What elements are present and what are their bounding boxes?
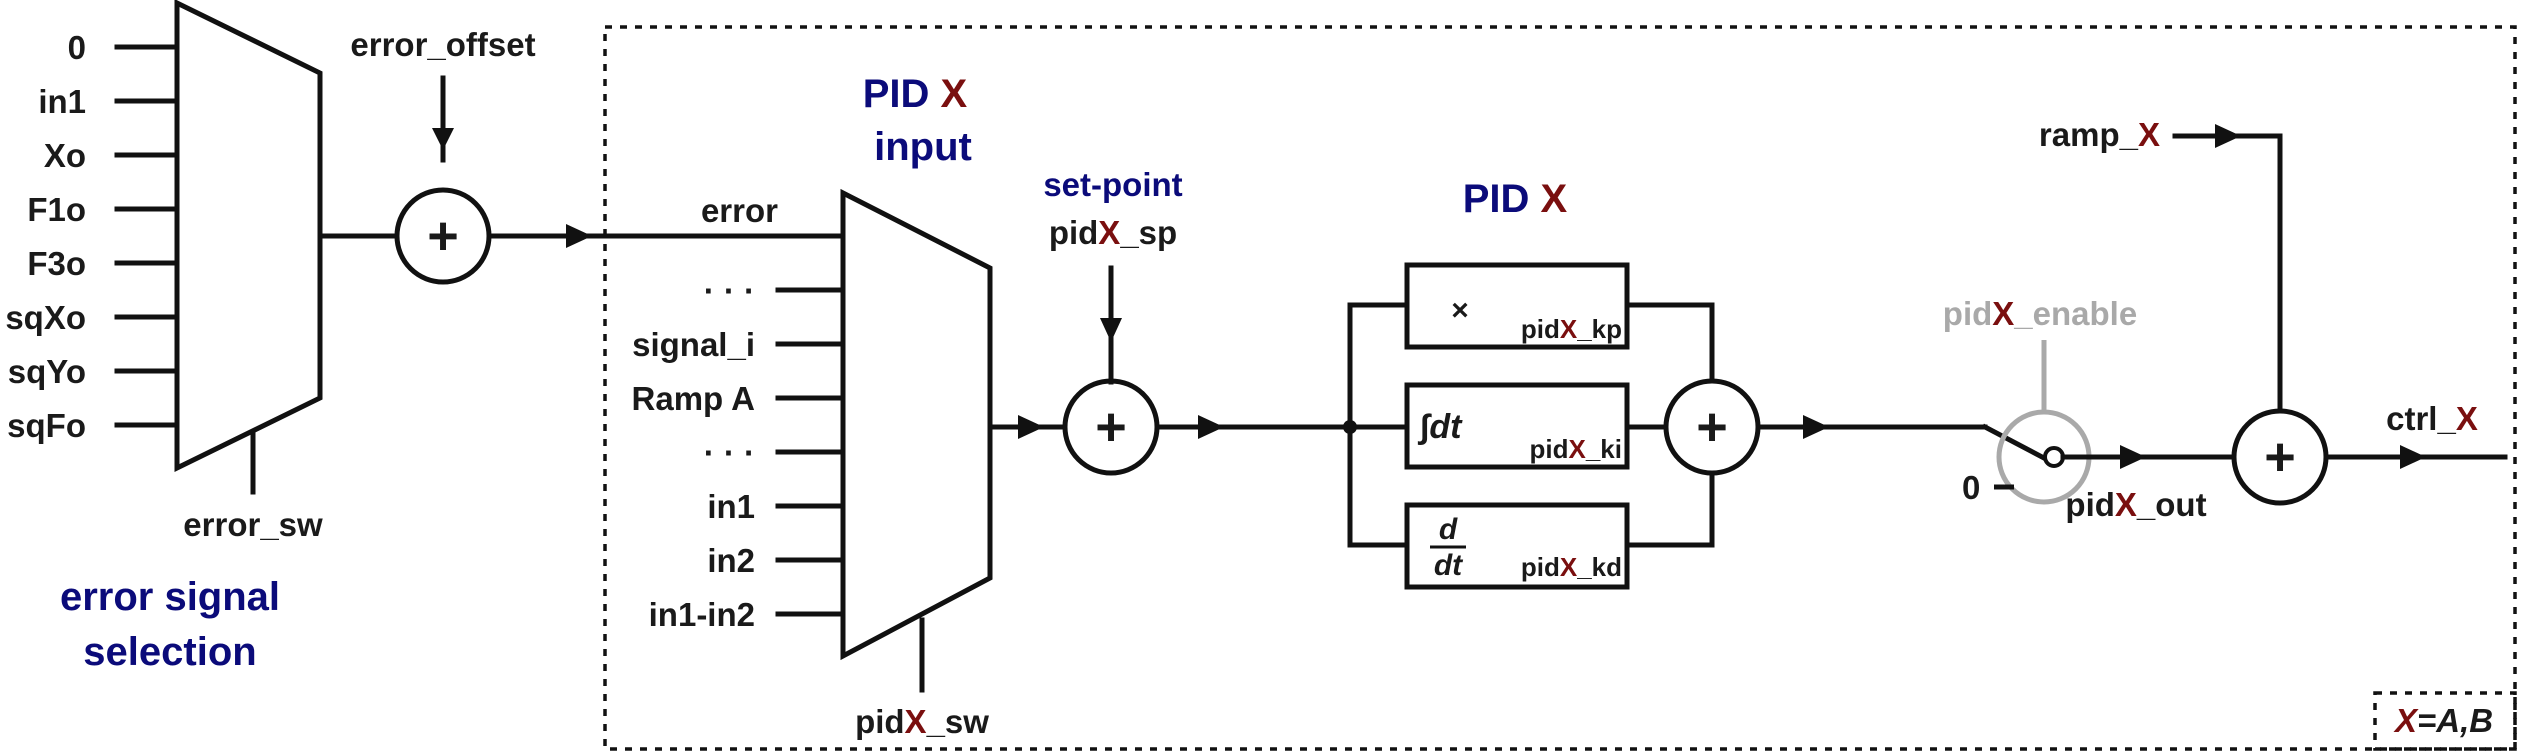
sum-symbol-3: + — [1696, 397, 1728, 457]
zero-label: 0 — [1962, 469, 1980, 506]
ki-label: pidX_ki — [1530, 434, 1623, 464]
pid-boundary — [603, 25, 2517, 751]
arrow-error — [566, 224, 592, 248]
error-input-label: error — [701, 192, 778, 229]
p-symbol: × — [1451, 294, 1469, 327]
mux-input-label: · · · — [704, 272, 755, 309]
mux-input-label: signal_i — [632, 326, 755, 363]
mux-input-label: 0 — [68, 29, 86, 66]
mux-input-label: sqFo — [7, 407, 86, 444]
arrow-pid-out — [2120, 445, 2146, 469]
setpoint-title: set-point — [1043, 166, 1182, 203]
arrow-ramp — [2215, 124, 2241, 148]
sum-symbol-2: + — [1095, 397, 1127, 457]
ctrl-label: ctrl_X — [2386, 400, 2478, 437]
arrow-ctrl — [2400, 445, 2426, 469]
error-mux — [174, 0, 323, 473]
arrow-sum2-to-pid — [1198, 415, 1224, 439]
mux-input-label: F1o — [27, 191, 86, 228]
sum-symbol-4: + — [2264, 427, 2296, 487]
pid-sw-label: pidX_sw — [855, 703, 989, 740]
enable-label: pidX_enable — [1943, 295, 2137, 332]
setpoint-label: pidX_sp — [1049, 214, 1177, 251]
d-numerator: d — [1439, 513, 1458, 546]
mux-input-label: · · · — [704, 434, 755, 471]
arrow-mux-to-sum2 — [1018, 415, 1044, 439]
mux-input-label: F3o — [27, 245, 86, 282]
error-offset-label: error_offset — [350, 26, 535, 63]
arrow-setpoint — [1100, 318, 1122, 342]
switch-lever — [1981, 423, 2048, 462]
error-sw-label: error_sw — [183, 506, 323, 543]
arrow-error-offset — [432, 128, 454, 150]
mux-input-label: sqYo — [8, 353, 86, 390]
kd-label: pidX_kd — [1521, 552, 1622, 582]
arrow-pid-to-switch — [1803, 415, 1829, 439]
pid-input-title-2: input — [874, 125, 972, 169]
pid-input-mux — [840, 188, 993, 661]
mux-input-label: Xo — [44, 137, 86, 174]
pid-input-title: PID X — [863, 72, 968, 116]
legend-text: X=A,B — [2393, 702, 2493, 739]
ramp-label: ramp_X — [2039, 116, 2160, 153]
mux-input-label: in1-in2 — [649, 596, 755, 633]
i-symbol: ∫dt — [1417, 408, 1463, 446]
error-mux-caption-1: error signal — [60, 575, 280, 619]
switch-contact — [2043, 446, 2065, 468]
legend-box — [2373, 691, 2517, 751]
mux-input-label: Ramp A — [632, 380, 755, 417]
sum-symbol-1: + — [427, 206, 459, 266]
d-denominator: dt — [1434, 549, 1464, 582]
mux-input-label: in1 — [707, 488, 755, 525]
error-mux-caption-2: selection — [83, 630, 256, 674]
kp-label: pidX_kp — [1521, 314, 1622, 344]
mux-input-label: in2 — [707, 542, 755, 579]
pid-out-label: pidX_out — [2065, 486, 2206, 523]
mux-input-label: in1 — [38, 83, 86, 120]
mux-input-label: sqXo — [5, 299, 86, 336]
pid-title: PID X — [1463, 177, 1568, 221]
